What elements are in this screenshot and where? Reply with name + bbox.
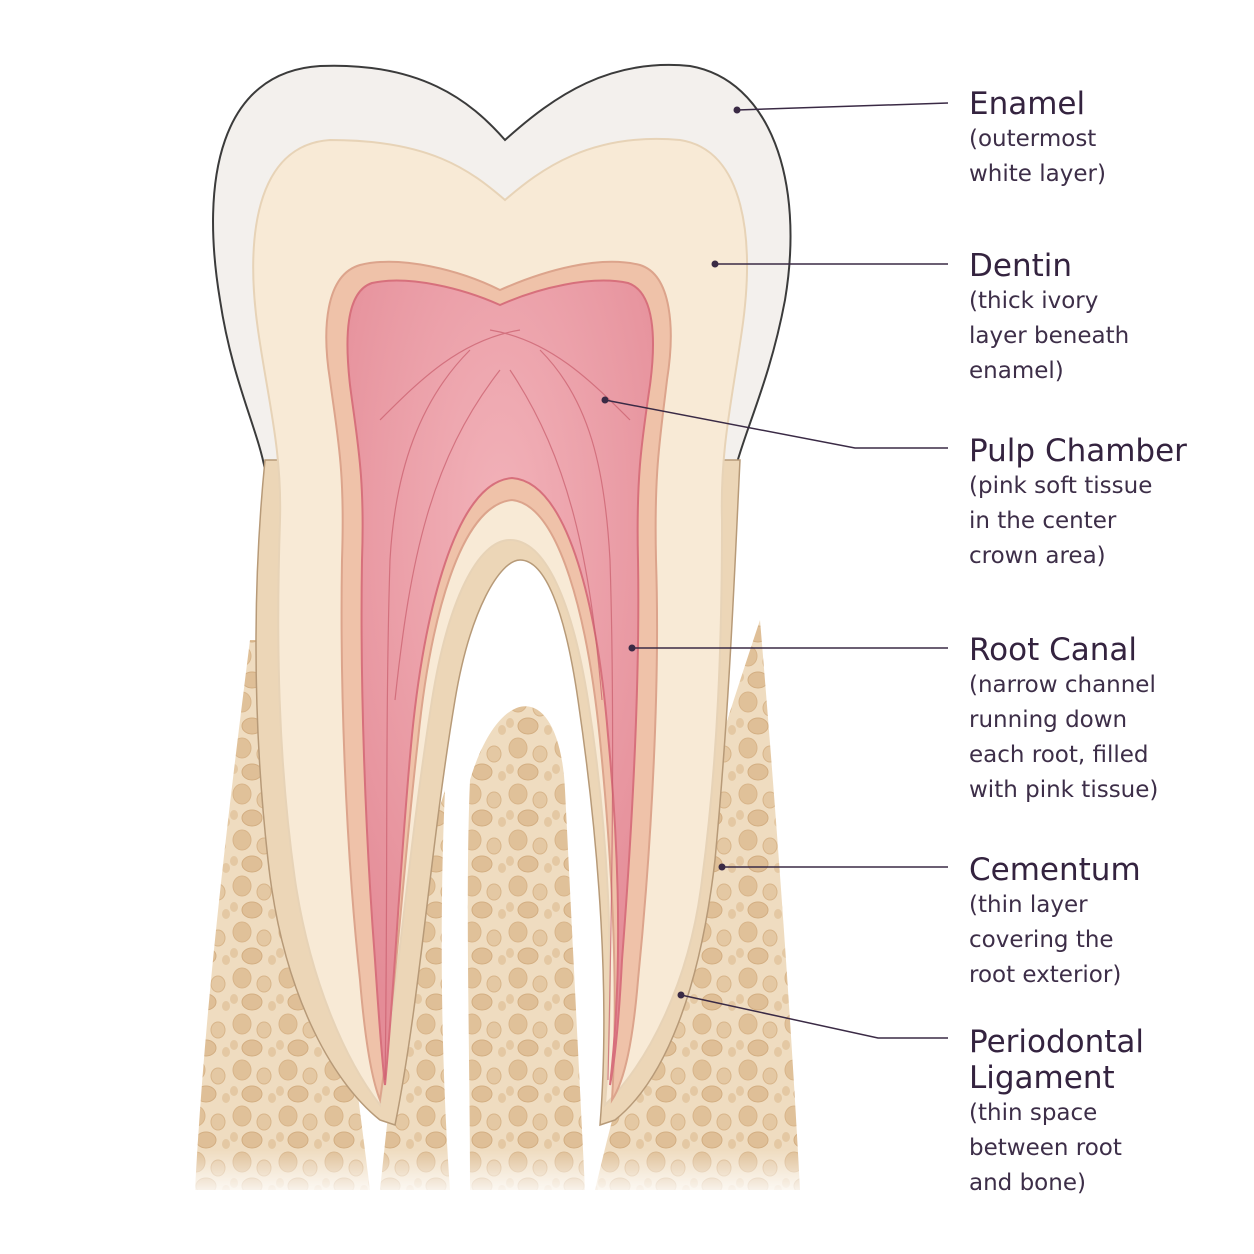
pulp-chamber <box>346 279 654 1086</box>
label-dentin: Dentin (thick ivory layer beneath enamel… <box>969 248 1239 389</box>
label-pulp-desc: (pink soft tissue in the center crown ar… <box>969 473 1153 569</box>
label-root-canal: Root Canal (narrow channel running down … <box>969 632 1239 808</box>
leader-lines <box>604 102 949 1039</box>
label-pdl-desc: (thin space between root and bone) <box>969 1100 1122 1196</box>
label-root-canal-desc: (narrow channel running down each root, … <box>969 672 1159 803</box>
label-pulp-chamber: Pulp Chamber (pink soft tissue in the ce… <box>969 433 1239 574</box>
label-pdl-title: Periodontal Ligament <box>969 1024 1145 1096</box>
label-enamel: Enamel (outermost white layer) <box>969 86 1239 192</box>
label-cementum-title: Cementum <box>969 852 1141 888</box>
label-cementum-desc: (thin layer covering the root exterior) <box>969 892 1122 988</box>
leader-pulp <box>604 399 948 449</box>
label-root-canal-title: Root Canal <box>969 632 1137 668</box>
leader-dots <box>601 106 741 999</box>
label-cementum: Cementum (thin layer covering the root e… <box>969 852 1239 993</box>
label-enamel-title: Enamel <box>969 86 1086 122</box>
label-dentin-title: Dentin <box>969 248 1073 284</box>
label-periodontal-ligament: Periodontal Ligament (thin space between… <box>969 1024 1239 1201</box>
label-dentin-desc: (thick ivory layer beneath enamel) <box>969 288 1130 384</box>
label-enamel-desc: (outermost white layer) <box>969 126 1106 187</box>
leader-pdl <box>680 994 948 1039</box>
label-pulp-title: Pulp Chamber <box>969 433 1187 469</box>
leader-enamel <box>736 102 949 111</box>
pulp-vessels <box>379 329 631 1081</box>
